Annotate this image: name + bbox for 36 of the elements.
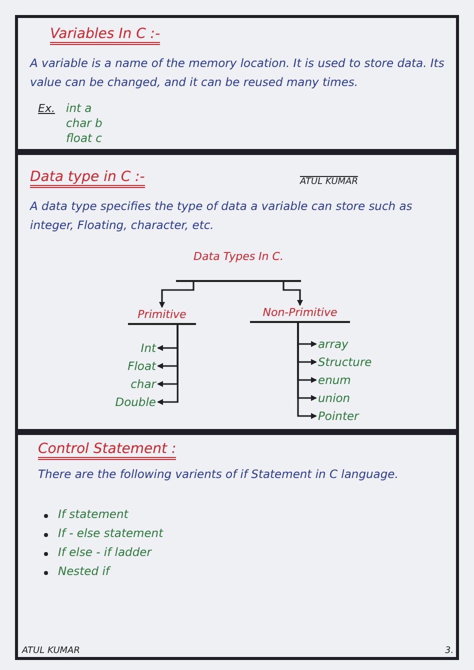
type-label: enum (318, 372, 388, 388)
section-panel (15, 15, 459, 152)
arrow (282, 280, 303, 306)
list-item: If statement (58, 507, 128, 521)
page-number: 3. (445, 646, 454, 656)
example-label: Ex. (38, 102, 55, 115)
arrow (157, 323, 178, 405)
type-label: Int (113, 340, 156, 356)
type-label: char (113, 376, 156, 392)
paragraph: A data type specifies the type of data a variable can store such as integer, Floating, character, etc. (30, 198, 414, 234)
type-label: Structure (318, 354, 388, 370)
type-label: Double (106, 394, 156, 410)
author-note: ATUL KUMAR (300, 176, 358, 187)
paragraph: A variable is a name of the memory location. It is used to store data. Its value can be changed, and it can be reused many times. (30, 55, 446, 91)
list-item: Nested if (58, 564, 110, 578)
section-panel (15, 432, 459, 660)
category-label: Primitive (128, 308, 196, 325)
list-item: If - else statement (58, 526, 164, 540)
section-heading: Variables In C :- (50, 26, 160, 45)
arrow (297, 321, 317, 419)
type-label: union (318, 390, 388, 406)
code-example: int a (66, 101, 92, 115)
section-heading: Control Statement : (38, 441, 176, 460)
section-panel (15, 152, 459, 432)
code-example: float c (66, 131, 102, 145)
type-label: Float (113, 358, 156, 374)
list-item: If else - if ladder (58, 545, 152, 559)
section-heading: Data type in C :- (30, 169, 145, 188)
category-label: Non-Primitive (250, 306, 350, 323)
category-label: Data Types In C. (176, 250, 301, 282)
author-note: ATUL KUMAR (22, 646, 80, 656)
type-label: array (318, 336, 388, 352)
type-label: Pointer (318, 408, 388, 424)
code-example: char b (66, 116, 102, 130)
arrow (159, 280, 194, 308)
paragraph: There are the following varients of if Statement in C language. (38, 466, 400, 483)
